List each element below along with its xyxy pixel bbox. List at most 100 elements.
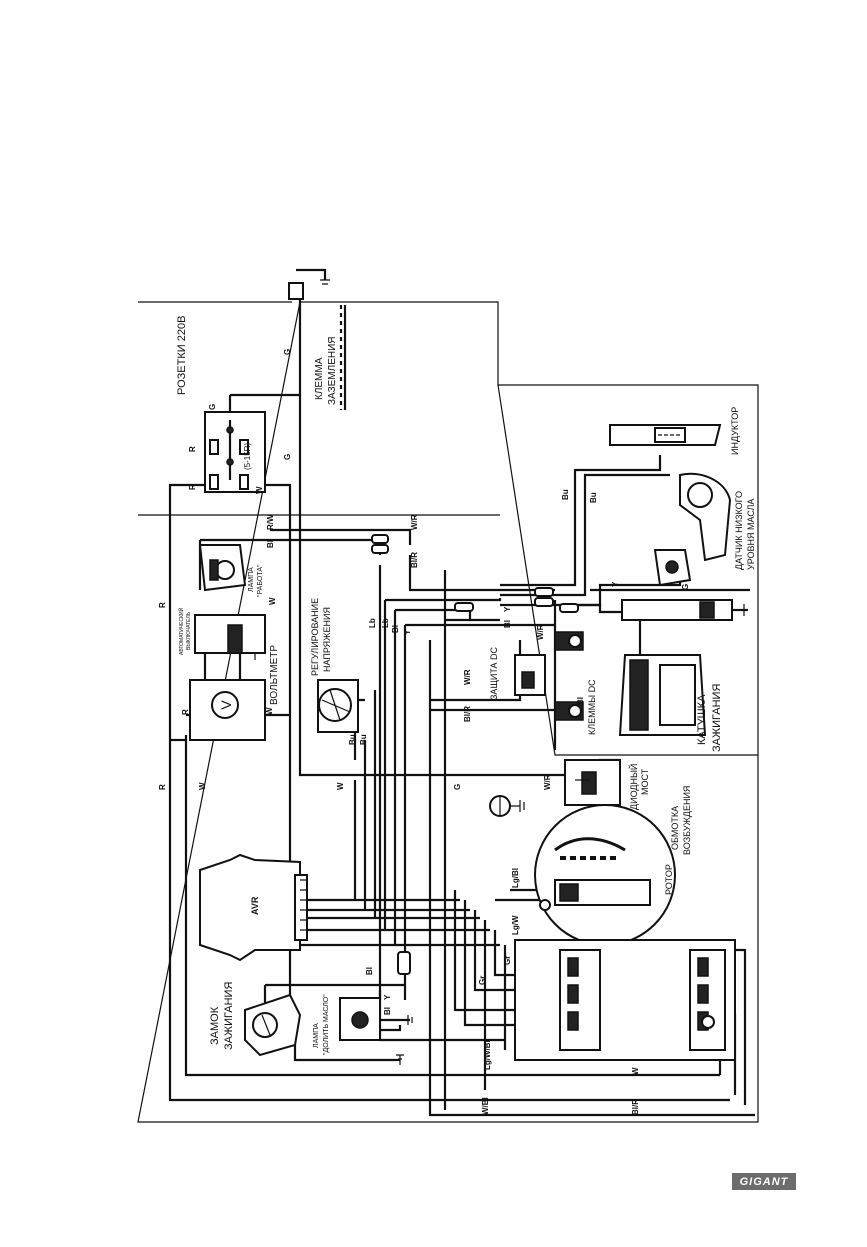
wiring-harness	[168, 300, 755, 1117]
svg-text:ВЫКЛЮЧАТЕЛЬ: ВЫКЛЮЧАТЕЛЬ	[186, 611, 192, 650]
svg-text:W: W	[198, 782, 207, 790]
svg-text:R: R	[188, 484, 197, 490]
svg-text:Bl/R: Bl/R	[410, 552, 419, 568]
label-socket-rating: (5-15R)	[243, 443, 252, 470]
label-diode-bridge: ДИОДНЫЙ МОСТ	[628, 764, 650, 810]
svg-text:Lb: Lb	[368, 618, 377, 628]
chassis-ground-symbol	[489, 795, 525, 817]
svg-text:Bu: Bu	[589, 492, 598, 503]
svg-text:ЗАМОК: ЗАМОК	[209, 1006, 221, 1045]
svg-text:Bu: Bu	[561, 489, 570, 500]
svg-text:W/R: W/R	[463, 669, 472, 685]
svg-text:Lg/Bl: Lg/Bl	[511, 868, 520, 888]
svg-text:G: G	[681, 584, 690, 590]
svg-text:ВОЗБУЖДЕНИЯ: ВОЗБУЖДЕНИЯ	[682, 786, 692, 855]
svg-text:ДИОДНЫЙ: ДИОДНЫЙ	[628, 764, 639, 810]
alternator-rotor	[534, 804, 676, 946]
label-rotor: РОТОР	[664, 864, 674, 895]
label-inductor: ИНДУКТОР	[730, 407, 740, 455]
label-dc-terminals: КЛЕММЫ DC	[587, 679, 597, 735]
spark-plug	[621, 599, 748, 621]
svg-text:Lg/W/Bl: Lg/W/Bl	[483, 1040, 492, 1070]
svg-text:W/R: W/R	[410, 514, 419, 530]
voltage-regulator	[317, 679, 359, 733]
svg-text:НАПРЯЖЕНИЯ: НАПРЯЖЕНИЯ	[322, 607, 332, 672]
oil-level-sensor	[653, 472, 732, 587]
svg-text:G: G	[453, 784, 462, 790]
svg-text:Bl/R: Bl/R	[463, 706, 472, 722]
label-dc-protection: ЗАЩИТА DC	[489, 646, 499, 700]
label-oil-sensor: ДАТЧИК НИЗКОГО УРОВНЯ МАСЛА	[734, 491, 756, 570]
svg-text:Y: Y	[403, 629, 412, 635]
svg-text:Y: Y	[383, 994, 392, 1000]
svg-text:W: W	[631, 1067, 640, 1075]
svg-text:Bl/R: Bl/R	[631, 1099, 640, 1115]
svg-text:Gr: Gr	[503, 956, 512, 965]
ignition-switch	[244, 993, 302, 1057]
label-avr: AVR	[250, 896, 260, 915]
label-voltmeter: ВОЛЬТМЕТР	[269, 645, 280, 705]
label-work-lamp: ЛАМПА "РАБОТА"	[248, 564, 264, 597]
label-ignition-switch: ЗАМОК ЗАЖИГАНИЯ	[209, 982, 235, 1050]
svg-text:ЗАЖИГАНИЯ: ЗАЖИГАНИЯ	[711, 684, 723, 752]
enclosure-frame	[137, 301, 759, 1123]
voltmeter: V	[189, 679, 266, 741]
svg-text:G: G	[283, 454, 292, 460]
svg-text:Bl: Bl	[266, 540, 275, 548]
svg-text:R: R	[158, 784, 167, 790]
svg-text:R: R	[158, 602, 167, 608]
svg-text:ОБМОТКА: ОБМОТКА	[670, 806, 680, 850]
svg-text:ЗАЗЕМЛЕНИЯ: ЗАЗЕМЛЕНИЯ	[327, 336, 338, 405]
socket-220v	[204, 411, 266, 493]
svg-text:ЗАЖИГАНИЯ: ЗАЖИГАНИЯ	[223, 982, 235, 1050]
stator-terminal-block	[514, 939, 736, 1061]
svg-text:Bu: Bu	[348, 734, 357, 745]
svg-text:КАТУШКА: КАТУШКА	[696, 694, 708, 745]
svg-text:РЕГУЛИРОВАНИЕ: РЕГУЛИРОВАНИЕ	[310, 598, 320, 676]
svg-text:ЛАМПА: ЛАМПА	[313, 1023, 320, 1048]
svg-text:W: W	[265, 707, 274, 715]
inductor	[609, 424, 722, 446]
label-sockets: РОЗЕТКИ 220В	[176, 316, 188, 395]
svg-text:АВТОМАТИЧЕСКИЙ: АВТОМАТИЧЕСКИЙ	[177, 607, 185, 655]
svg-text:"ДОЛИТЬ МАСЛО": "ДОЛИТЬ МАСЛО"	[323, 994, 330, 1055]
label-ignition-coil: КАТУШКА ЗАЖИГАНИЯ	[696, 684, 723, 752]
wire-code-labels: R R G W G G R/W Bl R W R W Bu Bu Lb Lb B…	[158, 349, 690, 1115]
svg-text:Bl: Bl	[391, 625, 400, 633]
diode-bridge	[564, 759, 621, 806]
svg-text:W/R: W/R	[536, 624, 545, 640]
oil-lamp	[339, 997, 413, 1065]
ground-terminal-symbol	[288, 268, 347, 410]
label-excitation-winding: ОБМОТКА ВОЗБУЖДЕНИЯ	[670, 786, 692, 855]
svg-text:Gr: Gr	[478, 976, 487, 985]
svg-text:УРОВНЯ МАСЛА: УРОВНЯ МАСЛА	[746, 499, 756, 570]
svg-text:Bl: Bl	[503, 620, 512, 628]
label-breaker: АВТОМАТИЧЕСКИЙ ВЫКЛЮЧАТЕЛЬ	[177, 607, 192, 655]
label-oil-lamp: ЛАМПА "ДОЛИТЬ МАСЛО"	[313, 994, 330, 1055]
svg-text:R: R	[181, 709, 190, 715]
svg-text:W/R: W/R	[543, 774, 552, 790]
svg-text:W/Bl: W/Bl	[481, 1097, 490, 1115]
dc-protection	[514, 654, 546, 696]
label-ground-terminal: КЛЕММА ЗАЗЕМЛЕНИЯ	[314, 336, 338, 405]
ignition-coil	[618, 620, 707, 736]
svg-text:W: W	[255, 486, 264, 494]
wire-connectors	[371, 534, 579, 975]
svg-text:Bl: Bl	[365, 967, 374, 975]
watermark-logo: GIGANT	[732, 1173, 796, 1190]
svg-text:МОСТ: МОСТ	[640, 768, 650, 795]
dc-terminals	[554, 631, 584, 721]
svg-text:Lb: Lb	[381, 618, 390, 628]
svg-text:V: V	[218, 700, 234, 710]
label-voltage-regulator: РЕГУЛИРОВАНИЕ НАПРЯЖЕНИЯ	[310, 598, 332, 676]
svg-text:Lg/W: Lg/W	[511, 915, 520, 935]
svg-text:КЛЕММА: КЛЕММА	[314, 357, 325, 400]
svg-text:G: G	[208, 404, 217, 410]
svg-text:Bu: Bu	[359, 734, 368, 745]
svg-text:ДАТЧИК НИЗКОГО: ДАТЧИК НИЗКОГО	[734, 491, 744, 570]
svg-text:Y: Y	[503, 606, 512, 612]
svg-text:W: W	[268, 597, 277, 605]
svg-text:Bl: Bl	[576, 697, 585, 705]
svg-text:R/W: R/W	[266, 514, 275, 530]
